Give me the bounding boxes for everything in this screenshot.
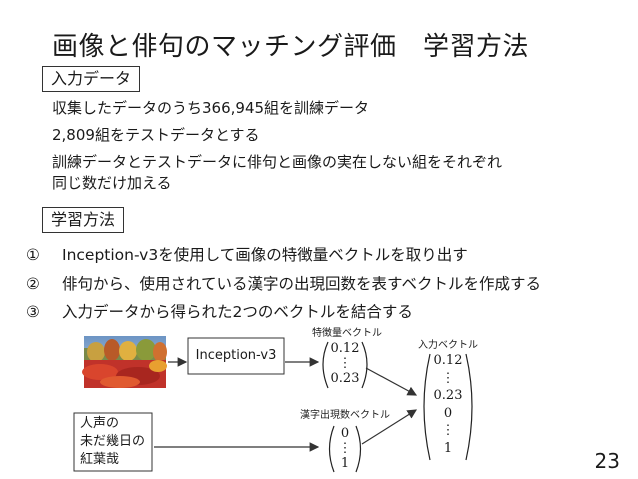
kanji-vector-entry: ⋮ bbox=[338, 441, 352, 456]
feature-vector-entry: ⋮ bbox=[338, 356, 352, 371]
input-vector-entry: 0 bbox=[443, 405, 453, 421]
method-step-2: ② 俳句から、使用されている漢字の出現回数を表すベクトルを作成する bbox=[26, 273, 541, 295]
step-number: ② bbox=[26, 275, 40, 293]
step-text: 入力データから得られた2つのベクトルを結合する bbox=[62, 303, 413, 321]
kanji-vector-right-paren bbox=[355, 425, 362, 473]
arrow-kanji-to-input bbox=[361, 409, 418, 445]
step-text: Inception-v3を使用して画像の特徴量ベクトルを取り出す bbox=[62, 246, 468, 264]
input-vector: 0.12 ⋮ 0.23 0 ⋮ 1 bbox=[428, 352, 468, 457]
autumn-foliage-photo bbox=[82, 336, 167, 388]
feature-vector-caption: 特徴量ベクトル bbox=[312, 328, 382, 339]
input-vector-left-paren bbox=[423, 353, 431, 461]
haiku-text: 人声の 未だ幾日の 紅葉哉 bbox=[80, 415, 145, 469]
kanji-vector-entry: 0 bbox=[340, 426, 350, 441]
step-number: ① bbox=[26, 246, 40, 264]
input-data-line-2: 2,809組をテストデータとする bbox=[52, 126, 260, 144]
method-step-3: ③ 入力データから得られた2つのベクトルを結合する bbox=[26, 301, 413, 323]
input-vector-entry: ⋮ bbox=[441, 370, 455, 386]
input-vector-entry: 0.23 bbox=[433, 388, 463, 403]
arrow-feature-to-input bbox=[365, 367, 418, 396]
input-data-line-1: 収集したデータのうち366,945組を訓練データ bbox=[52, 99, 370, 117]
kanji-vector: 0 ⋮ 1 bbox=[331, 426, 359, 471]
haiku-box bbox=[73, 412, 153, 472]
input-data-line-4: 同じ数だけ加える bbox=[52, 174, 172, 192]
haiku-line: 紅葉哉 bbox=[80, 452, 120, 467]
feature-vector-entry: 0.12 bbox=[330, 341, 360, 356]
inception-box bbox=[187, 337, 285, 375]
input-vector-entry: ⋮ bbox=[441, 423, 455, 438]
haiku-line: 未だ幾日の bbox=[80, 434, 146, 449]
feature-vector-entry: 0.23 bbox=[330, 371, 360, 386]
feature-vector: 0.12 ⋮ 0.23 bbox=[326, 341, 364, 386]
input-vector-entry: 0.12 bbox=[433, 353, 463, 368]
input-vector-entry: 1 bbox=[443, 440, 453, 456]
method-label: 学習方法 bbox=[42, 207, 125, 233]
step-number: ③ bbox=[26, 303, 40, 321]
kanji-vector-caption: 漢字出現数ベクトル bbox=[300, 410, 390, 421]
slide-title: 画像と俳句のマッチング評価 学習方法 bbox=[52, 32, 530, 62]
haiku-line: 人声の bbox=[80, 416, 120, 431]
input-vector-caption: 入力ベクトル bbox=[418, 340, 478, 351]
feature-vector-right-paren bbox=[361, 341, 368, 389]
input-data-line-3: 訓練データとテストデータに俳句と画像の実在しない組をそれぞれ bbox=[52, 153, 503, 171]
step-text: 俳句から、使用されている漢字の出現回数を表すベクトルを作成する bbox=[62, 275, 541, 293]
feature-vector-left-paren bbox=[322, 341, 329, 389]
inception-label: Inception-v3 bbox=[195, 348, 277, 363]
kanji-vector-entry: 1 bbox=[340, 456, 350, 471]
page-number: 23 bbox=[594, 449, 620, 473]
method-step-1: ① Inception-v3を使用して画像の特徴量ベクトルを取り出す bbox=[26, 244, 468, 266]
input-data-label: 入力データ bbox=[42, 66, 141, 92]
kanji-vector-left-paren bbox=[328, 425, 335, 473]
input-vector-right-paren bbox=[465, 353, 473, 461]
